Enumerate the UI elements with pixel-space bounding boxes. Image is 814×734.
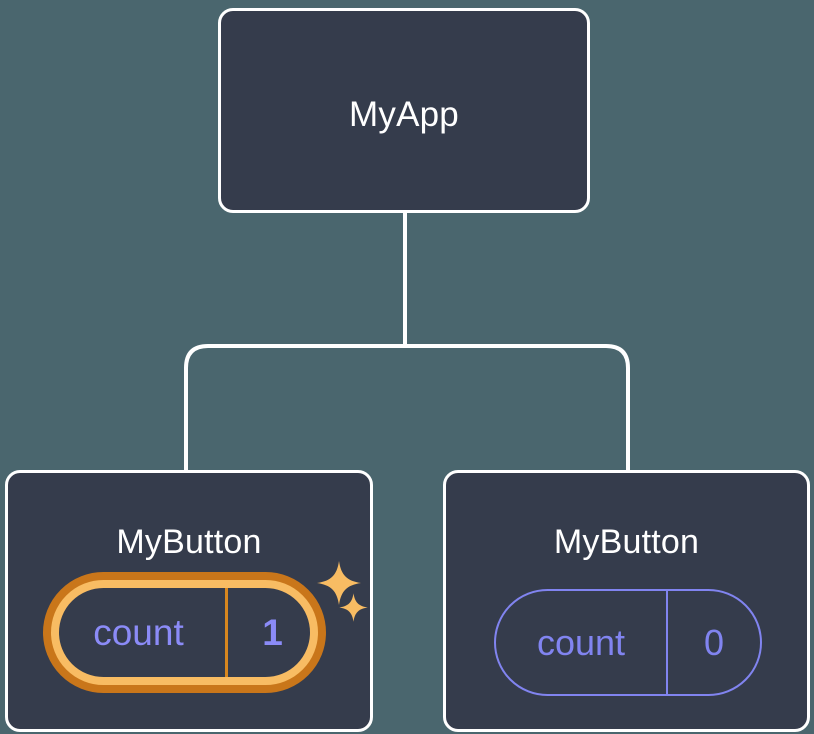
state-pill-right[interactable]: count 0	[494, 589, 762, 696]
state-pill-left-key: count	[52, 581, 228, 684]
state-pill-left-value: 1	[262, 611, 283, 653]
node-myapp[interactable]: MyApp	[218, 8, 590, 213]
state-pill-left[interactable]: count 1	[43, 572, 326, 693]
state-pill-right-key: count	[496, 591, 668, 694]
node-myapp-label: MyApp	[349, 95, 459, 134]
node-mybutton-left-label: MyButton	[116, 523, 262, 561]
state-pill-right-value: 0	[703, 621, 725, 663]
connector-branch	[184, 344, 630, 470]
node-mybutton-right-label: MyButton	[553, 523, 700, 561]
